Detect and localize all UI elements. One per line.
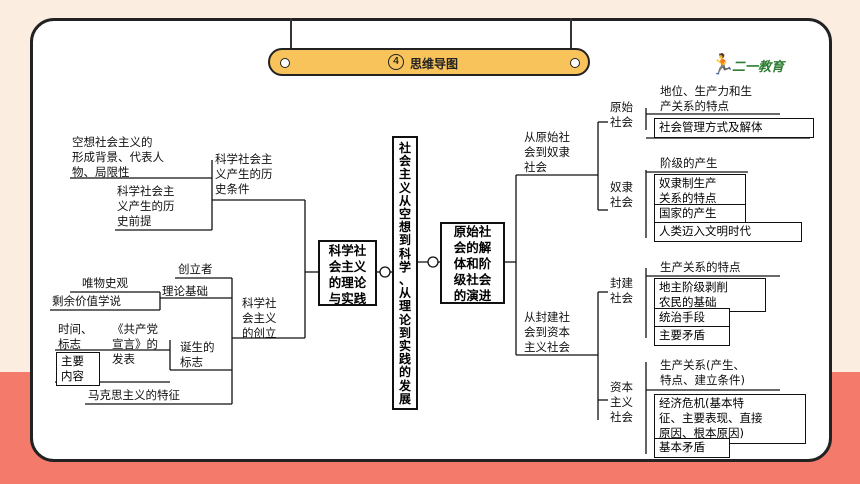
marxism-features-item: 马克思主义的特征: [88, 388, 180, 402]
slave-society-label: 奴隶 社会: [610, 180, 633, 209]
creators-item: 创立者: [178, 262, 213, 276]
left-hub-topic: 科学社 会主义 的理论 与实践: [318, 240, 377, 306]
slave-item-1: 阶级的产生: [660, 156, 718, 170]
birth-mark-label: 诞生的 标志: [180, 340, 215, 369]
feudal-society-label: 封建 社会: [610, 276, 633, 305]
feudal-item-1: 生产关系的特点: [660, 260, 741, 274]
time-mark-item: 时间、 标志: [58, 322, 93, 351]
feudal-item-4: 主要矛盾: [654, 326, 730, 346]
primitive-item-2: 社会管理方式及解体: [654, 118, 814, 138]
utopian-socialism-item: 空想社会主义的 形成背景、代表人 物、局限性: [72, 135, 164, 179]
runner-icon: 🏃: [710, 52, 735, 76]
capitalist-item-1: 生产关系(产生、 特点、建立条件): [660, 358, 745, 387]
manifesto-item: 《共产党 宣言》的 发表: [112, 322, 158, 366]
feudal-item-3: 统治手段: [654, 308, 730, 328]
capitalist-item-2: 经济危机(基本特 征、主要表现、直接 原因、根本原因): [654, 394, 806, 444]
main-content-item: 主要 内容: [56, 352, 100, 386]
section-number: 4: [388, 54, 404, 70]
hanger-right: [570, 18, 572, 48]
primitive-society-label: 原始 社会: [610, 100, 633, 129]
section-header: 4 思维导图: [268, 48, 590, 76]
capitalist-society-label: 资本 主义 社会: [610, 380, 633, 424]
slave-item-4: 人类迈入文明时代: [654, 222, 802, 242]
header-dot-left: [280, 58, 290, 68]
central-topic: 社 会 主 义 从 空 想 到 科 学 、 从 理 论 到 实 践 的 发 展: [392, 136, 418, 410]
slave-item-2: 奴隶制生产 关系的特点: [654, 174, 746, 208]
primitive-to-slave-label: 从原始社 会到奴隶 社会: [524, 130, 570, 174]
header-dot-right: [570, 58, 580, 68]
hanger-left: [290, 18, 292, 48]
feudal-to-capitalist-label: 从封建社 会到资本 主义社会: [524, 310, 570, 354]
history-conditions-label: 科学社会主 义产生的历 史条件: [215, 152, 273, 196]
slave-item-3: 国家的产生: [654, 204, 746, 224]
feudal-item-2: 地主阶级剥削 农民的基础: [654, 278, 766, 312]
capitalist-item-3: 基本矛盾: [654, 438, 730, 458]
founding-label: 科学社 会主义 的创立: [242, 296, 277, 340]
historical-premise-item: 科学社会主 义产生的历 史前提: [117, 184, 175, 228]
right-hub-topic: 原始社 会的解 体和阶 级社会 的演进: [440, 222, 505, 304]
primitive-item-1: 地位、生产力和生 产关系的特点: [660, 84, 752, 113]
section-title: 思维导图: [410, 57, 459, 71]
historical-materialism-item: 唯物史观: [82, 276, 128, 290]
brand-text: 二一教育: [732, 60, 785, 75]
surplus-value-item: 剩余价值学说: [52, 294, 121, 308]
theory-basis-item: 理论基础: [162, 284, 208, 298]
